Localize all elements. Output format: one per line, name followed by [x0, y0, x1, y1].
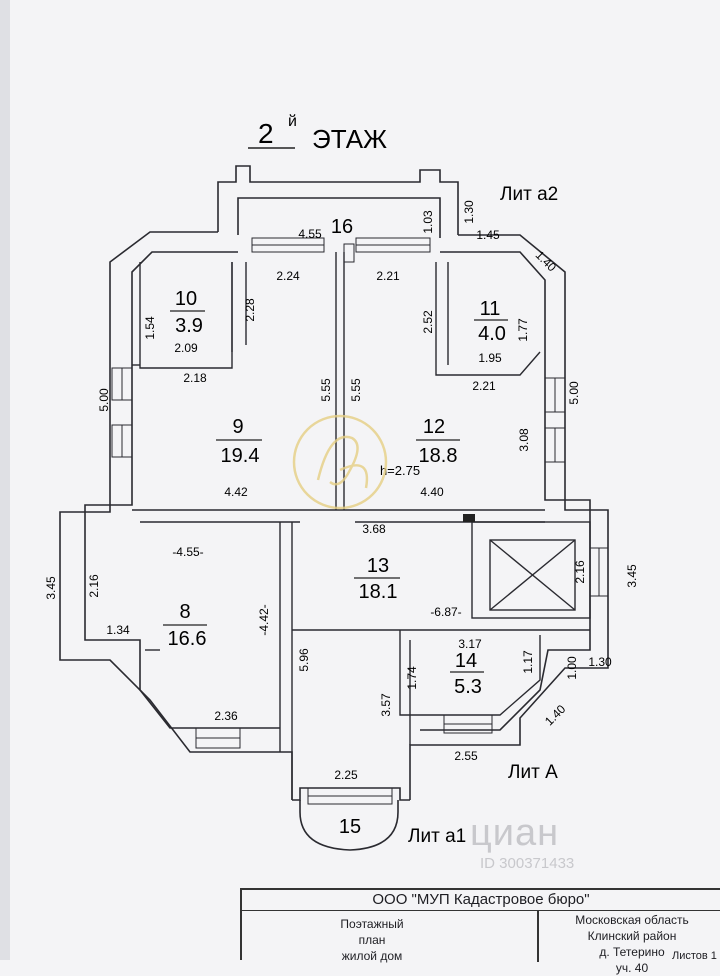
dim-label: 3.57 [379, 693, 393, 717]
room-15-number: 15 [339, 816, 361, 838]
dim-label: 2.24 [276, 269, 300, 283]
dim-label: 2.55 [454, 749, 478, 763]
dim-label: 2.16 [573, 560, 587, 584]
dim-label: 2.52 [421, 310, 435, 334]
dim-label: 1.40 [542, 702, 569, 729]
dim-label: 5.55 [319, 378, 333, 402]
floor-label: ЭТАЖ [312, 124, 387, 154]
room-13-number: 13 [367, 555, 389, 577]
dim-label: 5.55 [349, 378, 363, 402]
title-block-divider [537, 910, 539, 962]
room-16-number: 16 [331, 216, 353, 238]
dim-label: 2.16 [87, 574, 101, 598]
dim-label: 1.74 [405, 666, 419, 690]
dim-label: 1.17 [521, 650, 535, 674]
dim-label: 4.40 [420, 485, 444, 499]
dim-label: 5.00 [567, 381, 581, 405]
stair-marker [463, 514, 475, 522]
room-11-number: 11 [480, 298, 501, 320]
watermark-id: ID 300371433 [480, 855, 575, 872]
dim-label: -6.87- [430, 605, 461, 619]
title-block-sheets: Листов 1 [672, 950, 717, 962]
plan-type-line: Поэтажный [340, 917, 404, 931]
room-10-area: 3.9 [175, 315, 203, 337]
dim-label: 3.17 [458, 637, 482, 651]
room-8-area: 16.6 [168, 628, 207, 650]
dim-label: 1.45 [476, 228, 500, 242]
logo-watermark [292, 414, 388, 510]
dim-label: -4.55- [172, 545, 203, 559]
ceiling-height: h=2.75 [380, 463, 420, 478]
dim-label: 2.28 [243, 298, 257, 322]
dim-label: 3.08 [517, 428, 531, 452]
dim-label: 2.09 [174, 341, 198, 355]
title-block-plan-type: Поэтажный план жилой дом [312, 916, 432, 964]
dim-label: 5.00 [97, 388, 111, 412]
dim-label: 1.54 [143, 316, 157, 340]
room-11-area: 4.0 [478, 323, 506, 345]
plan-type-line: жилой дом [341, 949, 403, 963]
dim-label: 1.95 [478, 351, 502, 365]
dim-label: 3.68 [362, 522, 386, 536]
room-9-area: 19.4 [221, 445, 260, 467]
room-labels: 16 10 3.9 11 4.0 9 19.4 12 18.8 8 16.6 1… [163, 216, 508, 838]
dim-label: 2.25 [334, 768, 358, 782]
dimension-labels: 4.55 1.45 2.24 2.21 2.09 2.18 1.95 2.21 … [106, 227, 502, 782]
address-line: Клинский район [587, 929, 677, 943]
dim-label: 3.45 [44, 576, 58, 600]
dim-label: -4.42- [257, 604, 271, 635]
dim-label: 5.96 [297, 648, 311, 672]
room-10-number: 10 [175, 288, 197, 310]
title-block-address: Московская область Клинский район д. Тет… [542, 912, 720, 976]
room-14-area: 5.3 [454, 676, 482, 698]
plan-type-line: план [358, 933, 386, 947]
dim-label: 2.36 [214, 709, 238, 723]
liter-labels: Лит а2 Лит А Лит а1 [408, 184, 558, 847]
liter-a: Лит А [508, 762, 558, 783]
liter-a2: Лит а2 [500, 184, 558, 205]
dim-label: 4.42 [224, 485, 248, 499]
room-12-area: 18.8 [419, 445, 458, 467]
room-8-number: 8 [179, 601, 190, 623]
dim-label: 2.21 [376, 269, 400, 283]
address-line: уч. 40 [615, 961, 649, 975]
dim-label: 1.30 [588, 655, 612, 669]
address-line: Московская область [575, 913, 689, 927]
windows [111, 237, 609, 805]
dim-label: 3.45 [625, 564, 639, 588]
dim-label: 1.77 [516, 318, 530, 342]
watermark-brand: циан [470, 812, 560, 854]
outer-walls [59, 165, 609, 851]
dim-label: 4.55 [298, 227, 322, 241]
room-9-number: 9 [232, 416, 243, 438]
floor-heading: 2 й ЭТАЖ [248, 113, 387, 154]
floor-number: 2 [258, 118, 274, 149]
dim-label: 2.21 [472, 379, 496, 393]
dim-label: 2.18 [183, 371, 207, 385]
dim-label: 1.03 [421, 210, 435, 234]
room-14-number: 14 [455, 650, 477, 672]
dimension-labels-vertical: 1.03 1.30 1.40 1.54 2.28 2.52 1.77 5.00 … [44, 200, 639, 728]
dim-label: 1.34 [106, 623, 130, 637]
title-block-org: ООО "МУП Кадастровое бюро" [242, 890, 720, 911]
room-13-area: 18.1 [359, 581, 398, 603]
dim-label: 1.30 [462, 200, 476, 224]
title-block: ООО "МУП Кадастровое бюро" Поэтажный пла… [240, 888, 720, 975]
room-12-number: 12 [423, 416, 445, 438]
address-line: д. Тетерино [599, 945, 665, 959]
liter-a1: Лит а1 [408, 826, 466, 847]
paper-edge-shadow [0, 0, 10, 960]
floor-superscript: й [288, 113, 297, 130]
dim-label: 1.00 [565, 656, 579, 680]
